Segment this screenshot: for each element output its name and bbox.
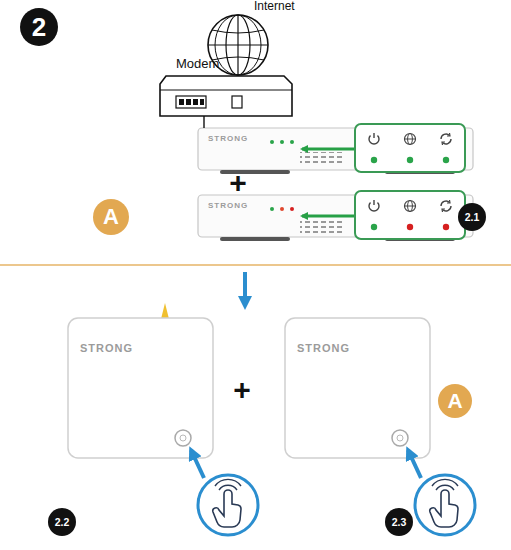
cable-line (203, 116, 204, 128)
plus-sign: + (229, 166, 247, 200)
badge-text: 2 (32, 12, 46, 43)
node-text: STRONG (80, 342, 133, 354)
callout-number: 2.3 (385, 508, 413, 536)
wifi-extender: STRONG (68, 318, 213, 458)
modem-body (160, 76, 292, 116)
flow-arrow (243, 272, 247, 306)
node-text: STRONG (208, 201, 248, 210)
powerline-adapter: STRONG (198, 195, 473, 237)
cable-line (237, 75, 238, 76)
badge-text: A (447, 389, 462, 413)
callout-number: 2.1 (458, 203, 486, 231)
divider-line (0, 264, 511, 266)
wifi-extender (68, 303, 258, 535)
modem-box: Modem (160, 76, 292, 116)
wifi-extender (285, 318, 475, 535)
badge-text: 2.1 (465, 211, 480, 223)
powerline-adapter: STRONG (198, 128, 473, 170)
node-text: Modem (176, 56, 219, 71)
step-number: 2 (20, 8, 58, 46)
node-text: STRONG (297, 342, 350, 354)
badge-text: A (103, 204, 119, 230)
device-marker: A (438, 384, 472, 418)
device-marker: A (93, 199, 129, 235)
callout-number: 2.2 (48, 508, 76, 536)
wifi-extender: STRONG (285, 318, 430, 458)
plus-sign: + (233, 373, 251, 407)
node-text: STRONG (208, 134, 248, 143)
badge-text: 2.3 (392, 516, 407, 528)
badge-text: 2.2 (55, 516, 70, 528)
node-text: Internet (254, 0, 295, 13)
